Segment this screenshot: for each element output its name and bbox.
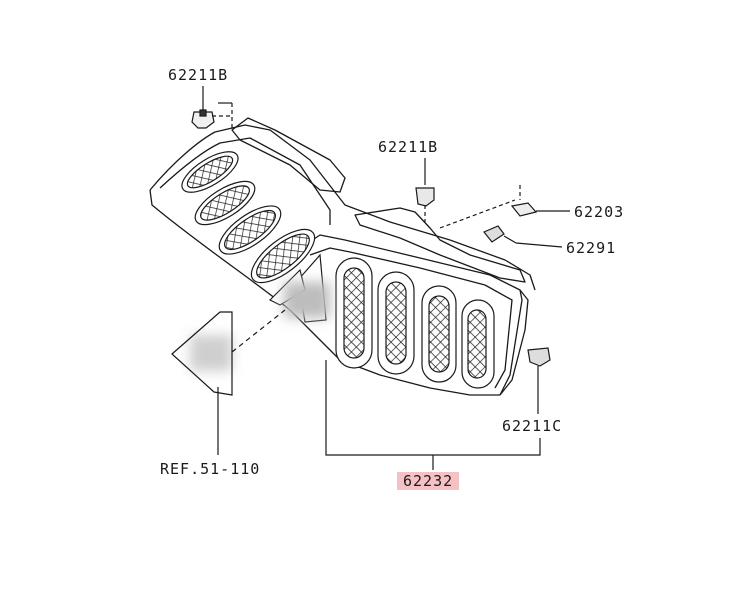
callout-bracket: 62203 bbox=[574, 203, 625, 221]
callout-clip: 62211C bbox=[502, 417, 563, 435]
bolt-top-left bbox=[191, 86, 233, 130]
bracket-62203 bbox=[510, 202, 570, 217]
screw-62291 bbox=[439, 185, 563, 248]
bolt-top-center bbox=[415, 158, 435, 222]
clip-62211c bbox=[527, 347, 551, 414]
front-vents bbox=[268, 253, 495, 389]
grille-body bbox=[149, 117, 536, 396]
callout-screw: 62291 bbox=[566, 239, 617, 257]
left-vents bbox=[181, 151, 316, 284]
callout-bolt-top-center: 62211B bbox=[378, 138, 439, 156]
callout-reference: REF.51-110 bbox=[160, 460, 261, 478]
leader-lines bbox=[217, 360, 541, 470]
callout-bolt-top-left: 62211B bbox=[168, 66, 229, 84]
reference-emblem bbox=[171, 309, 286, 396]
callout-grille-assembly: 62232 bbox=[397, 472, 460, 490]
blurred-emblem bbox=[190, 282, 330, 371]
